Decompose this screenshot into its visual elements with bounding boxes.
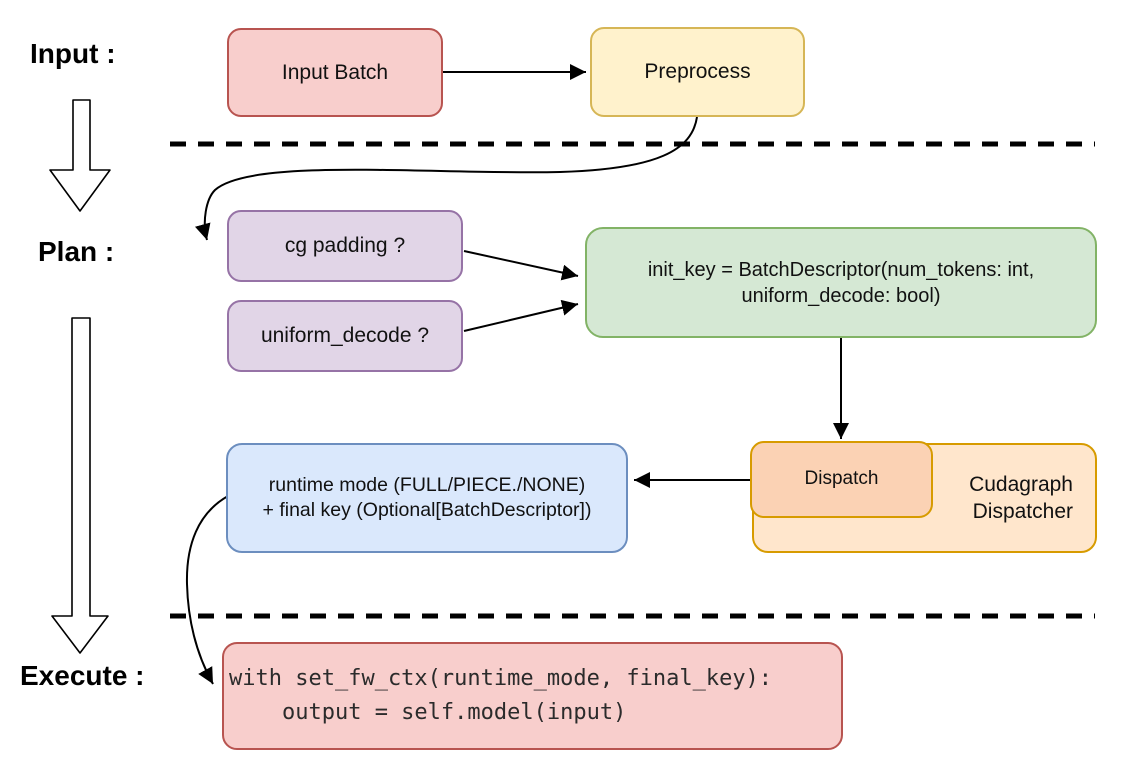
curve-runtime-mode-to-execute-code xyxy=(185,495,229,685)
node-cudagraph-line2: Dispatcher xyxy=(972,500,1073,523)
node-execute-code: with set_fw_ctx(runtime_mode, final_key)… xyxy=(222,642,843,750)
node-cg-padding: cg padding ? xyxy=(227,210,463,282)
execute-code-line2: output = self.model(input) xyxy=(229,700,627,725)
node-init-key-line2: uniform_decode: bool) xyxy=(741,284,941,307)
node-cudagraph-line1: Cudagraph xyxy=(969,472,1073,496)
arrow-cg-padding-to-init-key xyxy=(463,250,579,281)
node-preprocess-label: Preprocess xyxy=(644,60,751,84)
execute-code-line1: with set_fw_ctx(runtime_mode, final_key)… xyxy=(229,666,773,691)
node-uniform-decode: uniform_decode ? xyxy=(227,300,463,372)
node-runtime-mode-line1: runtime mode (FULL/PIECE./NONE) xyxy=(268,473,586,496)
stage-label-plan: Plan : xyxy=(38,236,115,267)
node-input-batch: Input Batch xyxy=(227,28,443,117)
stage-label-execute: Execute : xyxy=(20,660,145,691)
node-dispatch-label: Dispatch xyxy=(804,468,879,490)
node-init-key-line1: init_key = BatchDescriptor(num_tokens: i… xyxy=(647,258,1035,281)
node-uniform-decode-label: uniform_decode ? xyxy=(260,324,430,348)
plan-to-execute-hollow-arrow xyxy=(51,317,109,654)
node-preprocess: Preprocess xyxy=(590,27,805,117)
input-to-plan-hollow-arrow xyxy=(49,99,111,212)
node-runtime-mode-line2: + final key (Optional[BatchDescriptor]) xyxy=(262,499,592,521)
node-runtime-mode: runtime mode (FULL/PIECE./NONE) + final … xyxy=(226,443,628,553)
arrow-uniform-decode-to-init-key xyxy=(463,299,579,332)
curve-preprocess-to-cg-padding xyxy=(195,116,698,241)
node-cg-padding-label: cg padding ? xyxy=(284,234,406,258)
node-dispatch: Dispatch xyxy=(750,441,933,518)
node-input-batch-label: Input Batch xyxy=(281,60,389,84)
stage-label-input: Input : xyxy=(30,38,116,69)
node-init-key: init_key = BatchDescriptor(num_tokens: i… xyxy=(585,227,1097,338)
